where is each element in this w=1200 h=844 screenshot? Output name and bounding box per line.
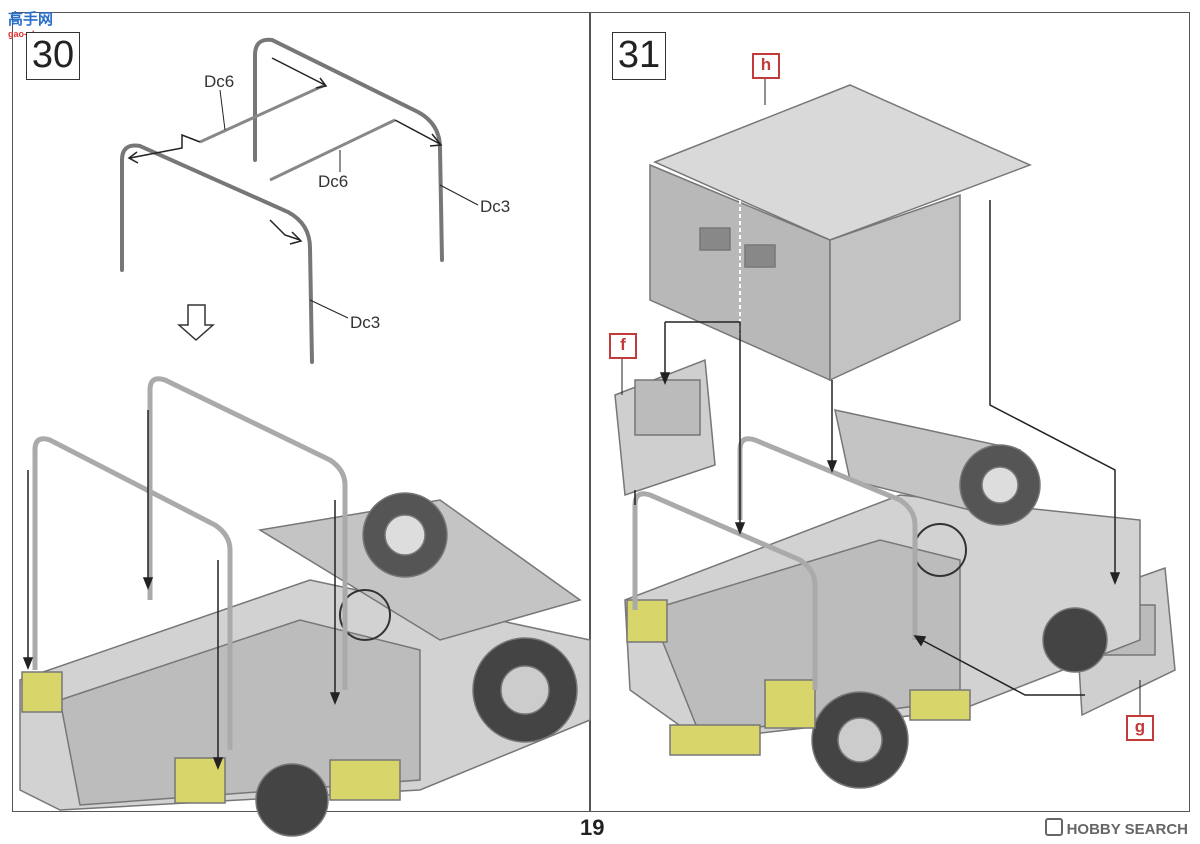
down-arrow-icon: [177, 304, 215, 342]
step-31-number: 31: [612, 32, 666, 80]
credit-text: HOBBY SEARCH: [1066, 821, 1188, 838]
canvas-top: [649, 84, 1032, 382]
hobby-search-credit: HOBBY SEARCH: [1044, 818, 1188, 838]
callout-g: g: [1126, 715, 1154, 741]
vehicle-step30: [19, 492, 591, 837]
rear-hoop-exploded: [120, 37, 444, 364]
label-dc6-middle: Dc6: [318, 172, 349, 191]
step-31-panel: [590, 12, 1190, 812]
label-dc3-bottom: Dc3: [350, 313, 381, 332]
side-curtain-f: [614, 358, 716, 497]
callout-h: h: [752, 53, 780, 79]
step30-arrows: [127, 57, 443, 245]
callout-f: f: [609, 333, 637, 359]
watermark-main: 高手网: [8, 11, 54, 28]
callout-leaders: [621, 77, 1141, 715]
step31-arrows: [634, 200, 1121, 696]
label-dc3-right: Dc3: [480, 197, 511, 216]
cross-bars-exploded: [199, 83, 396, 182]
assembled-hoops-step30: [32, 376, 348, 750]
step-30-number: 30: [26, 32, 80, 80]
label-dc6-top: Dc6: [204, 72, 235, 91]
vehicle-step31: [624, 409, 1141, 789]
hobby-search-logo-icon: [1044, 818, 1063, 836]
page-number: 19: [580, 815, 605, 840]
leader-lines: [219, 89, 479, 319]
step30-drop-arrows: [22, 410, 341, 771]
assembled-hoops-step31: [632, 436, 918, 690]
